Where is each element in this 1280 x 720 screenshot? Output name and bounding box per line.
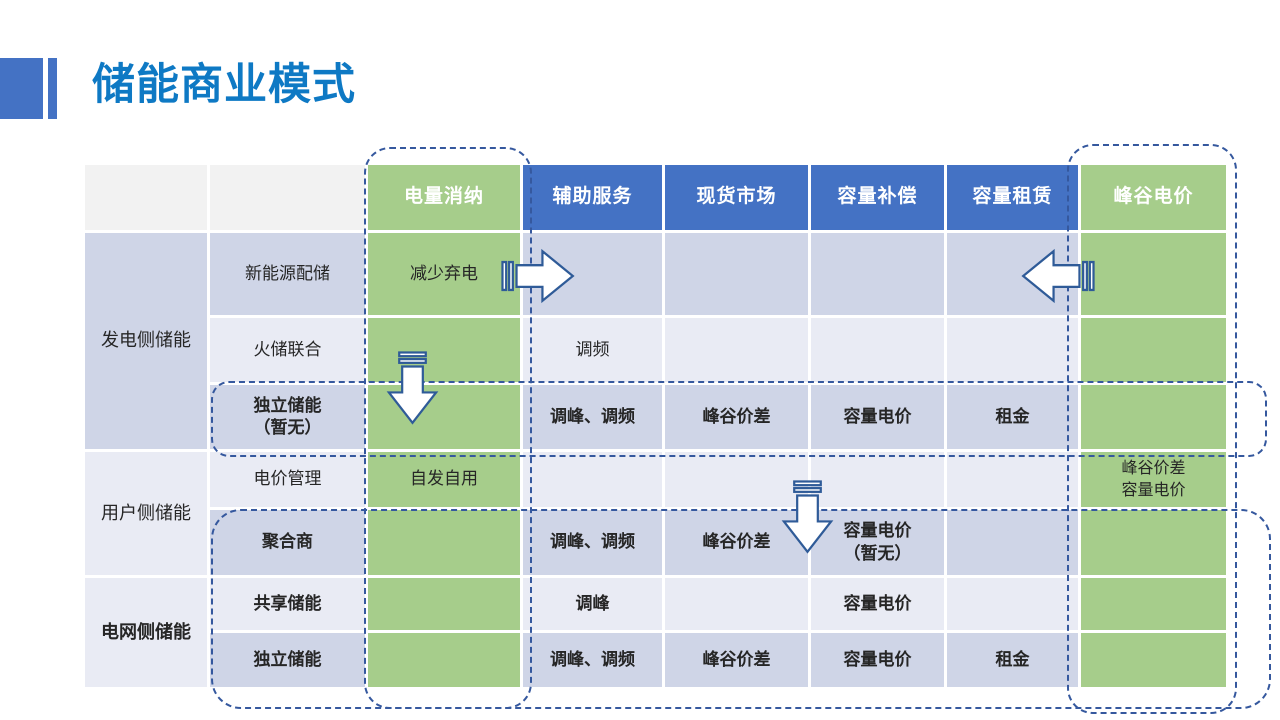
table-cell: 自发自用 xyxy=(368,452,520,507)
table-cell: 峰谷价差 xyxy=(665,510,808,575)
row-label: 火储联合 xyxy=(210,318,365,382)
table-cell: 减少弃电 xyxy=(368,233,520,315)
business-model-table: 电量消纳辅助服务现货市场容量补偿容量租赁峰谷电价发电侧储能用户侧储能电网侧储能 新… xyxy=(85,165,1226,687)
table-cell xyxy=(665,452,808,507)
row-label: 独立储能 （暂无） xyxy=(210,385,365,449)
table-cell xyxy=(1081,578,1226,630)
row-label: 共享储能 xyxy=(210,578,365,630)
table-cell xyxy=(665,318,808,382)
column-header: 电量消纳 xyxy=(368,165,520,230)
group-label: 发电侧储能 xyxy=(85,233,207,449)
table-cell xyxy=(1081,385,1226,449)
table-cell: 租金 xyxy=(947,385,1078,449)
table-cell: 调峰、调频 xyxy=(523,385,662,449)
table-cell xyxy=(368,318,520,382)
table-cell xyxy=(947,578,1078,630)
table-cell xyxy=(947,452,1078,507)
table-cell xyxy=(811,233,944,315)
table-cell xyxy=(523,452,662,507)
page-title: 储能商业模式 xyxy=(92,61,356,109)
table-cell: 峰谷价差 xyxy=(665,633,808,687)
table-cell xyxy=(368,510,520,575)
table-cell: 租金 xyxy=(947,633,1078,687)
title-accent-bar xyxy=(48,58,57,119)
corner-cell xyxy=(85,165,207,230)
table-cell xyxy=(811,452,944,507)
table-cell xyxy=(947,233,1078,315)
table-cell xyxy=(947,318,1078,382)
table-cell xyxy=(523,233,662,315)
table-cell xyxy=(368,578,520,630)
column-header: 容量补偿 xyxy=(811,165,944,230)
table-cell xyxy=(665,233,808,315)
table-cell: 调峰、调频 xyxy=(523,510,662,575)
column-header: 峰谷电价 xyxy=(1081,165,1226,230)
corner-cell xyxy=(210,165,365,230)
table-cell xyxy=(665,578,808,630)
table-cell xyxy=(1081,510,1226,575)
row-label: 电价管理 xyxy=(210,452,365,507)
table-cell: 容量电价 xyxy=(811,633,944,687)
row-label: 独立储能 xyxy=(210,633,365,687)
table-cell: 调峰 xyxy=(523,578,662,630)
table-cell: 峰谷价差 容量电价 xyxy=(1081,452,1226,507)
table-cell xyxy=(1081,233,1226,315)
table-cell: 容量电价 xyxy=(811,578,944,630)
column-header: 辅助服务 xyxy=(523,165,662,230)
table-cell: 调频 xyxy=(523,318,662,382)
table-cell: 容量电价 xyxy=(811,385,944,449)
table-cell xyxy=(947,510,1078,575)
column-header: 容量租赁 xyxy=(947,165,1078,230)
table-cell xyxy=(368,633,520,687)
title-accent-square xyxy=(0,58,43,119)
row-label: 新能源配储 xyxy=(210,233,365,315)
table-cell xyxy=(1081,318,1226,382)
row-label: 聚合商 xyxy=(210,510,365,575)
table-cell: 容量电价 （暂无） xyxy=(811,510,944,575)
table-cell xyxy=(1081,633,1226,687)
table-cell: 峰谷价差 xyxy=(665,385,808,449)
group-label: 电网侧储能 xyxy=(85,578,207,687)
group-label: 用户侧储能 xyxy=(85,452,207,575)
column-header: 现货市场 xyxy=(665,165,808,230)
table-cell xyxy=(368,385,520,449)
table-cell: 调峰、调频 xyxy=(523,633,662,687)
table-cell xyxy=(811,318,944,382)
